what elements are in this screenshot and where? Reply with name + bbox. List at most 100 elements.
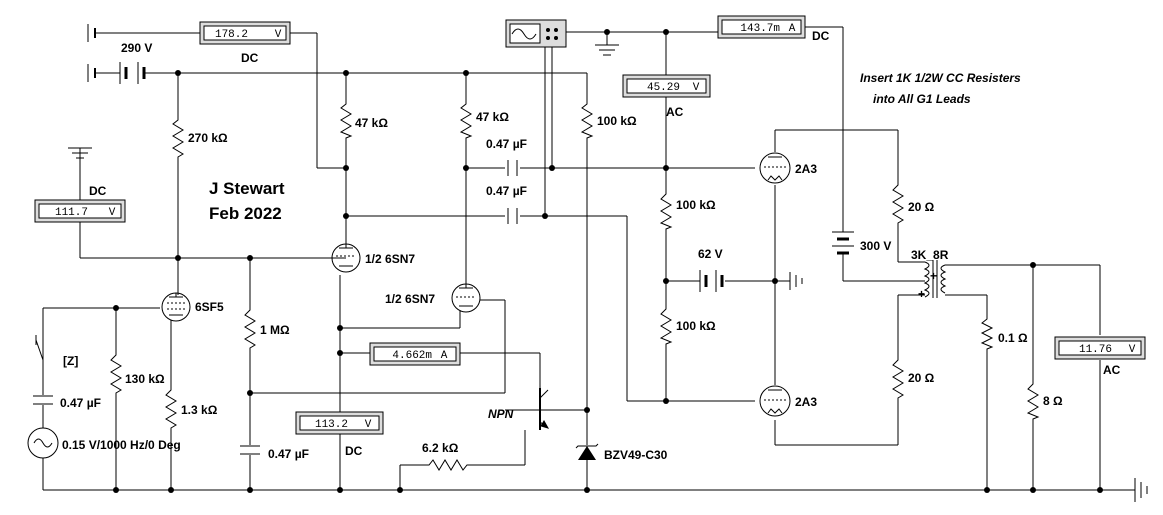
zener-diode [575, 443, 599, 460]
ac-source [27, 427, 59, 459]
ground-left [68, 147, 92, 160]
label-battery-300v: 300 V [860, 239, 891, 253]
svg-text:V: V [109, 207, 116, 219]
meter-6[interactable]: 113.2 V [295, 411, 384, 435]
meter-3[interactable]: 45.29 V [622, 74, 711, 98]
meter-5[interactable]: 4.662m A [369, 342, 461, 366]
capacitor-bypass [240, 445, 260, 455]
resistors [110, 100, 1040, 471]
note-line-2: into All G1 Leads [873, 92, 971, 106]
meter-7-mode: AC [1103, 363, 1121, 377]
meter-2[interactable]: 143.7m A [717, 15, 806, 39]
svg-text:178.2: 178.2 [215, 29, 248, 41]
meter-4[interactable]: 111.7 V [34, 199, 126, 223]
svg-text:V: V [693, 82, 700, 94]
label-switch-key: [Z] [63, 354, 78, 368]
resistor-20-b [892, 355, 904, 400]
label-resistor-1-3k: 1.3 kΩ [181, 403, 218, 417]
transformer-dot-plus-2: + [930, 269, 937, 283]
ground-62v [789, 272, 803, 290]
label-capacitor-bypass: 0.47 µF [268, 447, 309, 461]
tube-2a3-b [759, 385, 791, 417]
label-capacitor-input: 0.47 µF [60, 396, 101, 410]
label-resistor-0-1: 0.1 Ω [998, 331, 1028, 345]
resistor-1m [244, 305, 256, 350]
grounds [68, 44, 1148, 502]
tube-6sn7-b [451, 280, 481, 313]
label-tube-6sn7-b: 1/2 6SN7 [385, 292, 435, 306]
capacitor-coupling-a [507, 160, 518, 176]
label-resistor-20-b: 20 Ω [908, 371, 935, 385]
label-resistor-6-2k: 6.2 kΩ [422, 441, 459, 455]
svg-text:A: A [789, 23, 796, 35]
ground-scope [595, 44, 619, 56]
label-resistor-8: 8 Ω [1043, 394, 1063, 408]
meter-6-mode: DC [345, 444, 363, 458]
capacitor-input [33, 395, 53, 405]
author-date: Feb 2022 [209, 204, 282, 223]
battery-300v [832, 231, 854, 258]
label-resistor-100k-c: 100 kΩ [676, 319, 716, 333]
resistor-47k-b [459, 100, 473, 140]
label-source: 0.15 V/1000 Hz/0 Deg [62, 438, 181, 452]
label-zener: BZV49-C30 [604, 448, 668, 462]
battery-290v [119, 62, 150, 84]
svg-text:A: A [441, 350, 448, 362]
note-line-1: Insert 1K 1/2W CC Resisters [860, 71, 1021, 85]
resistor-270k [172, 115, 184, 160]
label-tube-2a3-a: 2A3 [795, 162, 817, 176]
meter-3-mode: AC [666, 105, 684, 119]
svg-text:11.76: 11.76 [1079, 344, 1112, 356]
resistor-1-3k [165, 385, 177, 430]
component-labels: 290 V 300 V 62 V 270 kΩ 47 kΩ 47 kΩ 100 … [60, 41, 1063, 462]
npn-transistor [505, 388, 550, 430]
wires [42, 26, 1135, 491]
output-transformer [923, 260, 947, 298]
label-transformer: 3K_8R [911, 248, 949, 262]
svg-text:V: V [1129, 344, 1136, 356]
label-resistor-100k-a: 100 kΩ [597, 114, 637, 128]
meter-2-mode: DC [812, 29, 830, 43]
ground-main [1134, 478, 1148, 502]
resistor-100k-c [659, 305, 673, 345]
tube-2a3-a [759, 152, 791, 184]
label-battery-62v: 62 V [698, 247, 723, 261]
svg-text:4.662m: 4.662m [392, 350, 432, 362]
label-tube-6sf5: 6SF5 [195, 300, 224, 314]
meter-7[interactable]: 11.76 V [1054, 336, 1146, 360]
transformer-dot-plus: + [918, 287, 925, 301]
label-resistor-130k: 130 kΩ [125, 372, 165, 386]
label-battery-290v: 290 V [121, 41, 152, 55]
capacitors [33, 160, 518, 455]
resistor-100k-a [580, 100, 594, 140]
capacitor-coupling-b [507, 208, 518, 224]
label-resistor-1m: 1 MΩ [260, 323, 290, 337]
label-capacitor-b: 0.47 µF [486, 184, 527, 198]
svg-text:V: V [365, 419, 372, 431]
resistor-8 [1026, 380, 1040, 420]
resistor-130k [110, 350, 122, 395]
label-tube-6sn7-a: 1/2 6SN7 [365, 252, 415, 266]
label-resistor-47k-a: 47 kΩ [355, 116, 388, 130]
batteries [87, 24, 854, 292]
meter-1-mode: DC [241, 51, 259, 65]
meter-4-mode: DC [89, 184, 107, 198]
label-resistor-270k: 270 kΩ [188, 131, 228, 145]
junction-dots [113, 29, 1103, 493]
tubes [161, 152, 791, 417]
label-resistor-47k-b: 47 kΩ [476, 110, 509, 124]
resistor-6-2k [425, 459, 470, 471]
svg-text:V: V [275, 29, 282, 41]
label-resistor-100k-b: 100 kΩ [676, 198, 716, 212]
oscilloscope[interactable] [505, 19, 567, 48]
resistor-47k-a [339, 100, 353, 140]
svg-text:45.29: 45.29 [647, 82, 680, 94]
author-name: J Stewart [209, 179, 285, 198]
resistor-20-a [892, 180, 904, 225]
battery-left-top [87, 24, 96, 82]
meter-1[interactable]: 178.2 V [199, 21, 291, 45]
label-npn: NPN [488, 407, 514, 421]
switch[interactable] [35, 335, 44, 361]
svg-text:113.2: 113.2 [315, 419, 348, 431]
